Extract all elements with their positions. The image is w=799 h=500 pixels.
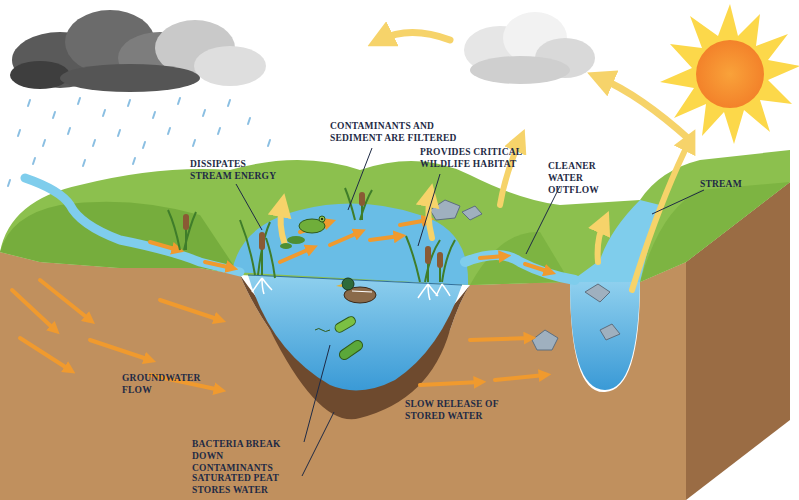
callout-label: BACTERIA BREAK DOWN CONTAMINANTS bbox=[192, 438, 302, 474]
callout-label: PROVIDES CRITICAL WILDLIFE HABITAT bbox=[420, 146, 545, 170]
callout-label: CONTAMINANTS AND SEDIMENT ARE FILTERED bbox=[330, 120, 465, 144]
callout-label: DISSIPATES STREAM ENERGY bbox=[190, 158, 282, 182]
callout-label: STREAM bbox=[700, 178, 760, 190]
callout-label: GROUNDWATER FLOW bbox=[122, 372, 204, 396]
callout-label: SATURATED PEAT STORES WATER bbox=[192, 472, 302, 496]
callout-label: CLEANER WATER OUTFLOW bbox=[548, 160, 630, 196]
callout-label: SLOW RELEASE OF STORED WATER bbox=[405, 398, 527, 422]
